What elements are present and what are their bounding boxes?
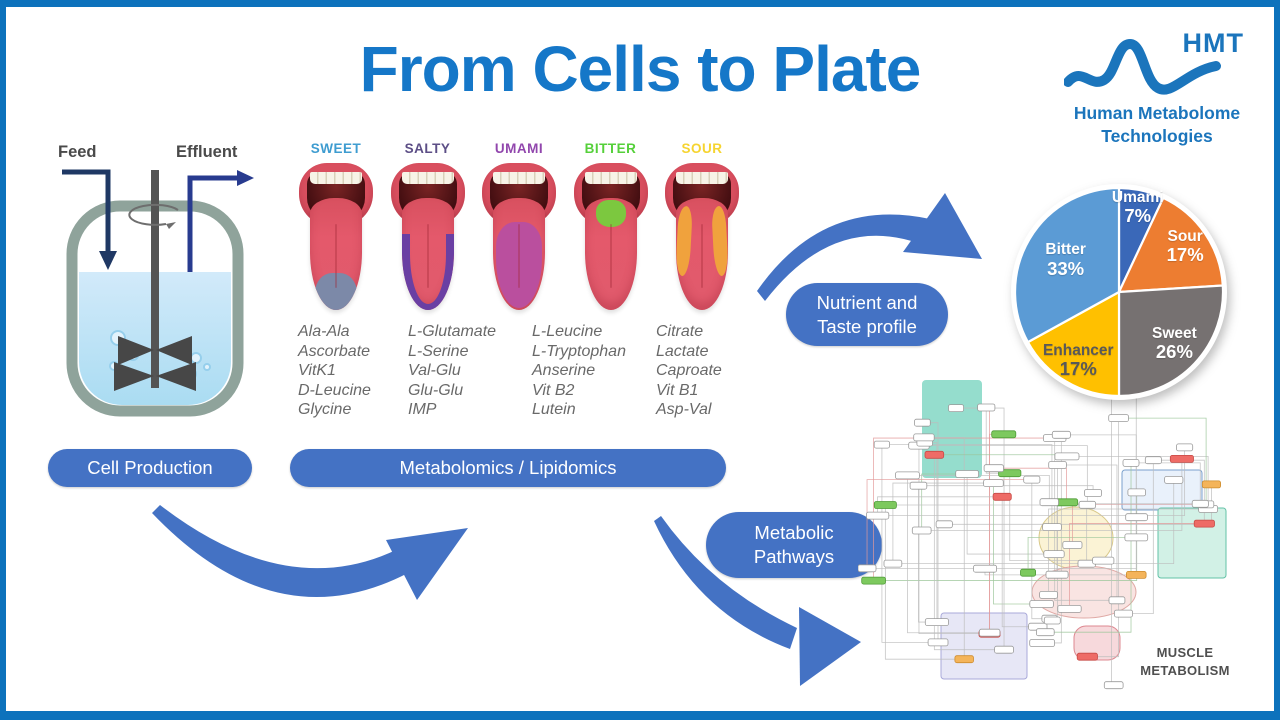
pathway-map-label: MUSCLE METABOLISM (1140, 645, 1230, 678)
logo-org-name: Human Metabolome Technologies (1073, 103, 1241, 146)
mouth-icon (663, 163, 741, 315)
mouth-icon (389, 163, 467, 315)
nutrient-taste-profile-button[interactable]: Nutrient and Taste profile (786, 283, 948, 346)
pie-slice-sweet (1117, 284, 1225, 398)
mouth-icon (572, 163, 650, 315)
pie-slice-enhancer (1026, 290, 1121, 398)
metabolomics-button[interactable]: Metabolomics / Lipidomics (290, 449, 726, 487)
pathway-map: MUSCLE METABOLISM (857, 376, 1272, 708)
logo-acronym: HMT (1182, 28, 1244, 58)
effluent-label: Effluent (176, 143, 238, 161)
taste-label: SWEET (310, 141, 362, 156)
tongue-bitter: BITTER (567, 141, 655, 317)
taste-label: SALTY (404, 141, 451, 156)
logo-wave-icon (1064, 38, 1221, 95)
arrow-cell-to-metabolomics (152, 505, 468, 600)
taste-tongues-row: SWEET SALTY UMAMI BITTER SOUR (292, 141, 748, 317)
page-title: From Cells to Plate (359, 33, 922, 105)
tongue-sweet: SWEET (292, 141, 380, 317)
bioreactor-icon (62, 169, 254, 417)
cell-production-button[interactable]: Cell Production (48, 449, 252, 487)
tongue-umami: UMAMI (475, 141, 563, 317)
tongue-sour: SOUR (658, 141, 746, 317)
taste-label: UMAMI (494, 141, 544, 156)
pathway-map-network (857, 380, 1227, 690)
metabolic-pathways-button[interactable]: Metabolic Pathways (706, 512, 882, 578)
pie-slice-bitter (1013, 186, 1121, 344)
taste-label: SOUR (681, 141, 723, 156)
mouth-icon (480, 163, 558, 315)
pie-slice-sour (1117, 196, 1224, 294)
tongue-salty: SALTY (384, 141, 472, 317)
taste-label: BITTER (584, 141, 637, 156)
mouth-icon (297, 163, 375, 315)
feed-label: Feed (58, 143, 97, 161)
hmt-logo: HMT Human Metabolome Technologies (1052, 18, 1262, 146)
